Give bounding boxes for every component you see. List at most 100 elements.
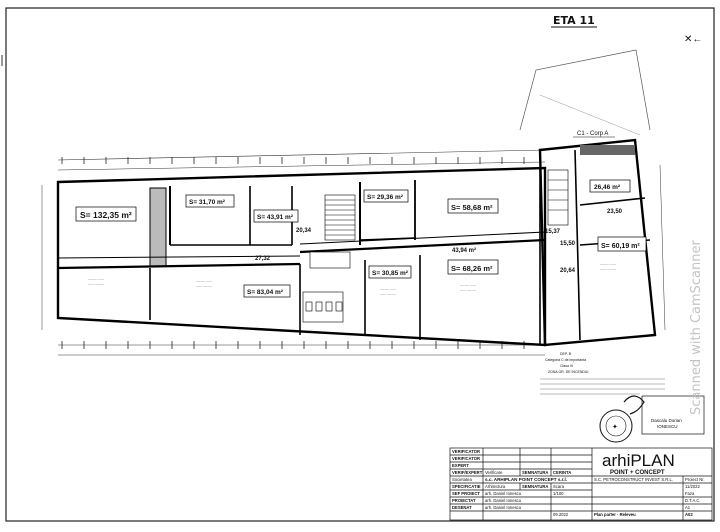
note-line: Clasa III xyxy=(560,364,573,368)
sheet-tag: ETA 11 xyxy=(553,14,595,27)
svg-text:——— ——: ——— —— xyxy=(196,279,212,283)
room-label-box xyxy=(597,236,647,252)
room-label-box xyxy=(368,265,412,279)
room-area: S= 60,19 m² xyxy=(601,243,640,250)
hatched-column xyxy=(149,187,167,267)
room-area: S= 132,35 m² xyxy=(80,210,132,220)
site-line xyxy=(539,94,641,136)
building-outline-annex xyxy=(538,138,657,347)
tb-des-name: arh. Daniel Ionescu xyxy=(485,505,522,510)
room-label-box xyxy=(589,179,631,193)
room-area: S= 29,36 m² xyxy=(367,194,404,201)
tb-scale-value: 1/100 xyxy=(553,491,564,496)
corridor-wall-4 xyxy=(299,231,546,245)
tb-drawing-no: A02 xyxy=(685,512,693,517)
tb-date: 09.2022 xyxy=(553,512,569,517)
tb-req-header: CERINTA xyxy=(553,470,571,475)
svg-text:——— ——: ——— —— xyxy=(380,287,396,291)
room-area: S= 68,26 m² xyxy=(451,264,493,273)
room-area: S= 83,04 m² xyxy=(247,289,284,296)
tb-plan-title: Plan parter - Releveu xyxy=(594,512,636,517)
svg-text:—— ———: —— ——— xyxy=(460,288,476,292)
note-line: Categoria C de importanta xyxy=(545,358,586,362)
corridor-wall-3 xyxy=(299,238,546,254)
small-area-label: 43,94 m² xyxy=(452,247,476,254)
room-label-box xyxy=(243,284,291,298)
room-label-box xyxy=(75,206,137,222)
room-area: 26,46 m² xyxy=(594,184,621,191)
tb-role: VERIFICATOR xyxy=(452,456,480,461)
north-arrow-icon: ✕← xyxy=(684,34,702,45)
small-area-label: 23,50 xyxy=(607,209,623,215)
authorization-stamp xyxy=(641,395,705,435)
room-annotations: ——— ———— ——— ——— ———— ——— ——— ———— ——— —… xyxy=(88,262,616,296)
room-label-box xyxy=(185,194,235,208)
corridor-wall-2 xyxy=(57,255,301,259)
tb-sig-header: SEMNATURA xyxy=(522,470,548,475)
tb-sef-name: arh. Daniel Ionescu xyxy=(485,491,522,496)
svg-text:—— ———: —— ——— xyxy=(196,284,212,288)
stamp-surname: IONESCU xyxy=(657,424,678,429)
note-paragraph xyxy=(540,378,665,395)
small-area-label: 15,37 xyxy=(545,229,561,235)
small-area-label: 20,34 xyxy=(296,228,312,234)
tb-role: VERIF/EXPERT xyxy=(452,470,483,475)
small-area-label: 20,64 xyxy=(560,268,576,274)
room-area: S= 30,85 m² xyxy=(372,270,409,277)
tb-role: EXPERT xyxy=(452,463,469,468)
room-area: S= 31,70 m² xyxy=(189,199,226,206)
svg-text:——— ——: ——— —— xyxy=(88,277,104,281)
annex-stair xyxy=(547,169,569,226)
tb-beneficiary: S.C. PETROCONSTRUCT INVEST S.R.L. xyxy=(594,477,673,482)
dimension-line-top xyxy=(57,149,546,161)
company-logo-sub: POINT + CONCEPT xyxy=(610,470,665,476)
wall-h2 xyxy=(359,237,416,241)
corridor-wall xyxy=(57,262,301,270)
tb-check: Verificare xyxy=(485,470,503,475)
company-logo: arhiPLAN xyxy=(602,451,675,470)
tb-proj-name: arh. Daniel Ionescu xyxy=(485,498,522,503)
room-label-box xyxy=(253,209,299,223)
tb-faza-label: Faza xyxy=(685,491,695,496)
stamp-name: Dascalu Dorian xyxy=(651,418,682,423)
camscanner-watermark: Scanned with CamScanner xyxy=(689,240,704,415)
room-label-box xyxy=(363,189,409,203)
signature-icon xyxy=(623,395,645,415)
tb-company-prefix: Societatea xyxy=(452,477,472,482)
wall-h3 xyxy=(579,197,646,206)
svg-text:—— ———: —— ——— xyxy=(88,282,104,286)
stamp-inner-ring xyxy=(605,415,627,437)
dimension-line-right xyxy=(659,164,666,331)
staircase xyxy=(324,194,356,241)
building-outline-corpA xyxy=(56,166,547,347)
room-label-box xyxy=(447,259,499,275)
tb-des-label: DESENAT xyxy=(452,505,472,510)
svg-text:——— ——: ——— —— xyxy=(600,262,616,266)
room-label-box xyxy=(447,198,499,214)
corp-label: C1 - Corp A xyxy=(577,131,608,137)
note-line: ZONA GR. DE INCENDIU xyxy=(548,370,589,374)
tb-faza: D.T.A.C. xyxy=(685,498,701,503)
tb-proiect-label: Proiect Nr. xyxy=(685,477,705,482)
tb-scale-label: Scara xyxy=(553,484,565,489)
toilet-block xyxy=(302,251,351,323)
tb-proj-label: PROIECTAT xyxy=(452,498,476,503)
small-area-label: 15,50 xyxy=(560,241,576,247)
stamp-seal-icon xyxy=(599,409,633,443)
room-area: S= 58,68 m² xyxy=(451,203,493,212)
tb-sef-label: SEF PROIECT xyxy=(452,491,480,496)
note-line: DEP. B xyxy=(560,352,572,356)
room-area: S= 43,91 m² xyxy=(257,214,294,221)
tb-role: VERIFICATOR xyxy=(452,449,480,454)
tb-spec-label: SPECIFICATIE xyxy=(452,484,481,489)
dimension-line-top-2 xyxy=(57,161,546,171)
wall-v11 xyxy=(574,149,581,341)
site-outline xyxy=(519,49,651,131)
stamp-mark: ✦ xyxy=(612,423,618,431)
title-block xyxy=(449,447,713,521)
tb-proiect-nr: 11/2022 xyxy=(685,484,700,489)
svg-text:—— ———: —— ——— xyxy=(380,292,396,296)
tb-plot: A1 xyxy=(685,505,691,510)
